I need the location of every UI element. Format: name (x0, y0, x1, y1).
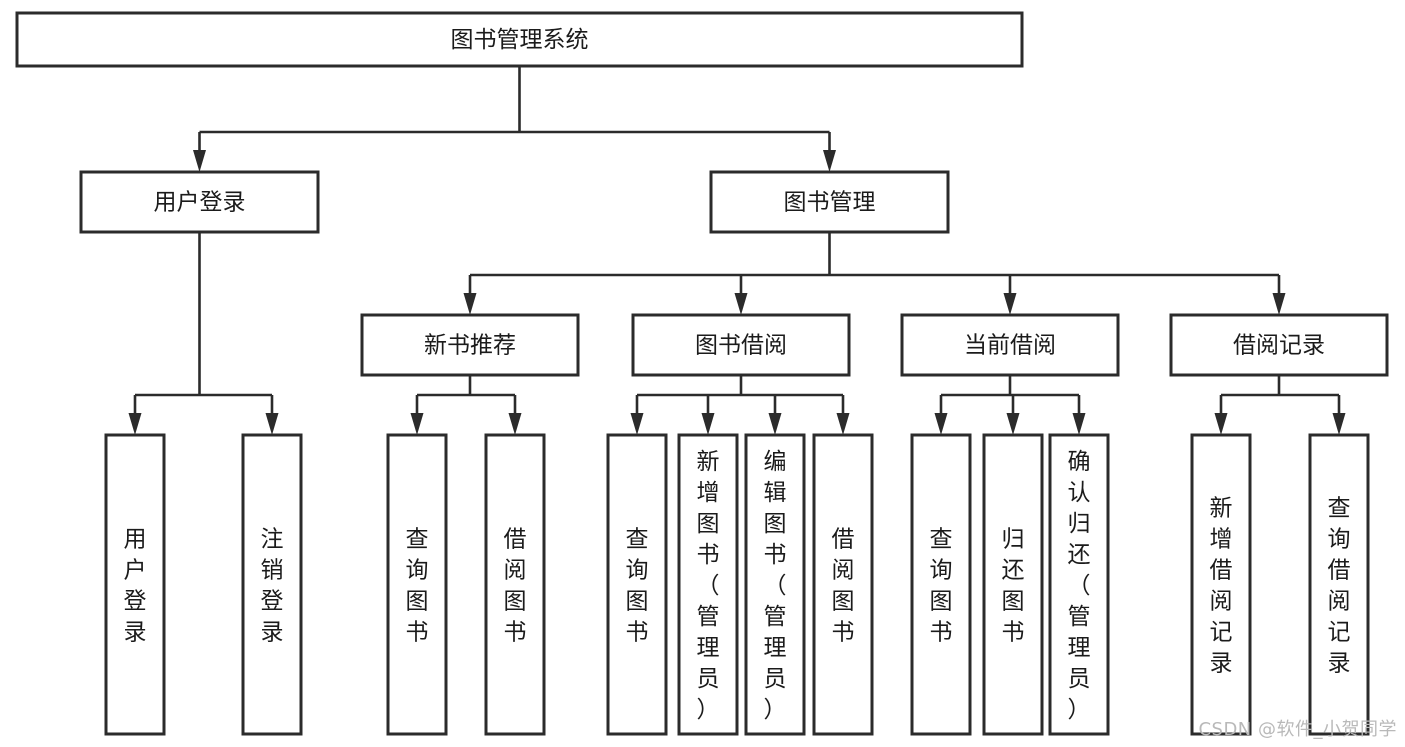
node-leaf-rec-add[interactable]: 新增借阅记录 (1190, 433, 1252, 736)
node-current[interactable]: 当前借阅 (900, 313, 1120, 377)
arrowhead-icon (128, 413, 142, 435)
arrowhead-icon (823, 150, 836, 172)
node-records[interactable]: 借阅记录 (1169, 313, 1389, 377)
connector-layer (128, 66, 1346, 435)
node-leaf-cur-return[interactable]: 归还图书 (982, 433, 1044, 736)
node-label: 借阅图书 (504, 527, 527, 646)
node-label: 查询图书 (930, 527, 953, 646)
node-label: 新增图书（管理员） (697, 449, 720, 723)
node-box (900, 313, 1120, 377)
arrowhead-icon (836, 413, 850, 435)
node-box (1169, 313, 1389, 377)
node-leaf-new-borrow[interactable]: 借阅图书 (484, 433, 546, 736)
arrowhead-icon (701, 413, 715, 435)
node-label: 当前借阅 (964, 333, 1056, 359)
node-box (910, 433, 972, 736)
node-box (709, 170, 950, 234)
node-label: 新书推荐 (424, 333, 516, 359)
node-box (104, 433, 166, 736)
arrowhead-icon (1006, 413, 1020, 435)
node-label: 归还图书 (1002, 527, 1025, 646)
node-borrow[interactable]: 图书借阅 (631, 313, 851, 377)
node-leaf-rec-query[interactable]: 查询借阅记录 (1308, 433, 1370, 736)
node-leaf-user-logout[interactable]: 注销登录 (241, 433, 303, 736)
node-label: 编辑图书（管理员） (764, 449, 787, 723)
node-login[interactable]: 用户登录 (79, 170, 320, 234)
node-leaf-br-query[interactable]: 查询图书 (606, 433, 668, 736)
arrowhead-icon (1332, 413, 1346, 435)
arrowhead-icon (1003, 293, 1017, 315)
node-label: 图书借阅 (695, 333, 787, 359)
arrowhead-icon (630, 413, 644, 435)
node-label: 注销登录 (261, 527, 284, 646)
arrowhead-icon (1272, 293, 1286, 315)
node-label: 查询借阅记录 (1328, 496, 1351, 677)
node-box (982, 433, 1044, 736)
arrowhead-icon (734, 293, 748, 315)
node-label: 图书管理 (784, 190, 876, 216)
node-leaf-user-login[interactable]: 用户登录 (104, 433, 166, 736)
node-box (241, 433, 303, 736)
node-leaf-br-borrow[interactable]: 借阅图书 (812, 433, 874, 736)
node-box (606, 433, 668, 736)
node-box (677, 433, 739, 736)
node-label: 查询图书 (626, 527, 649, 646)
node-label: 用户登录 (154, 190, 246, 216)
node-box (484, 433, 546, 736)
node-box (1308, 433, 1370, 736)
node-box (1190, 433, 1252, 736)
node-label: 新增借阅记录 (1210, 496, 1233, 677)
node-leaf-cur-query[interactable]: 查询图书 (910, 433, 972, 736)
node-box (386, 433, 448, 736)
node-leaf-br-add[interactable]: 新增图书（管理员） (677, 433, 739, 736)
node-box (744, 433, 806, 736)
arrowhead-icon (934, 413, 948, 435)
arrowhead-icon (1214, 413, 1228, 435)
arrowhead-icon (768, 413, 782, 435)
node-label: 借阅记录 (1233, 333, 1325, 359)
node-leaf-br-edit[interactable]: 编辑图书（管理员） (744, 433, 806, 736)
node-label: 用户登录 (124, 527, 147, 646)
node-box (15, 11, 1024, 68)
node-bookmgmt[interactable]: 图书管理 (709, 170, 950, 234)
arrowhead-icon (410, 413, 424, 435)
node-box (360, 313, 580, 377)
arrowhead-icon (265, 413, 279, 435)
arrowhead-icon (463, 293, 477, 315)
arrowhead-icon (1072, 413, 1086, 435)
arrowhead-icon (508, 413, 522, 435)
node-layer: 图书管理系统用户登录图书管理新书推荐图书借阅当前借阅借阅记录用户登录注销登录查询… (15, 11, 1389, 736)
node-box (631, 313, 851, 377)
node-label: 确认归还（管理员） (1068, 449, 1091, 723)
node-box (1048, 433, 1110, 736)
node-box (79, 170, 320, 234)
node-label: 借阅图书 (832, 527, 855, 646)
node-label: 查询图书 (406, 527, 429, 646)
arrowhead-icon (193, 150, 206, 172)
node-box (812, 433, 874, 736)
node-newrec[interactable]: 新书推荐 (360, 313, 580, 377)
node-label: 图书管理系统 (451, 27, 589, 53)
node-leaf-new-query[interactable]: 查询图书 (386, 433, 448, 736)
node-leaf-cur-confirm[interactable]: 确认归还（管理员） (1048, 433, 1110, 736)
node-root[interactable]: 图书管理系统 (15, 11, 1024, 68)
